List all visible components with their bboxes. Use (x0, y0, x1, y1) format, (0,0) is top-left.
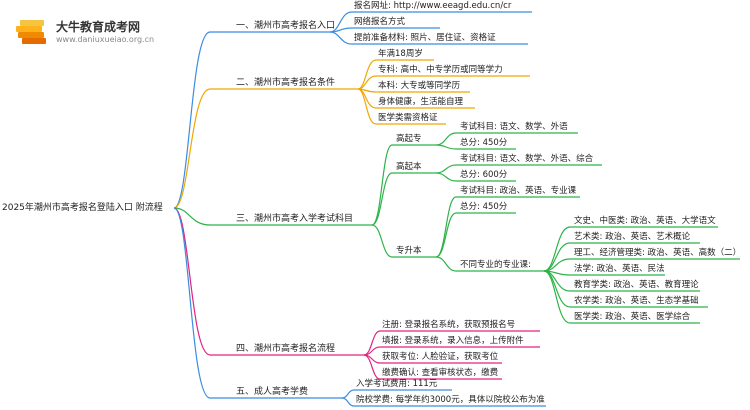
branch-1-item: 提前准备材料: 照片、居住证、资格证 (354, 33, 496, 43)
branch-4-item: 填报: 登录系统，录入信息，上传附件 (382, 336, 524, 346)
branch-2-title: 二、潮州市高考报名条件 (236, 78, 336, 88)
branch-2-item: 身体健康，生活能自理 (378, 97, 464, 107)
branch-1-title: 一、潮州市高考报名入口 (236, 21, 336, 31)
site-logo[interactable]: 大牛教育成考网 www.daniuxueiao.org.cn (12, 16, 202, 50)
group-item: 考试科目: 语文、数学、外语、综合 (460, 154, 594, 164)
branch-4-item: 获取考位: 人脸验证，获取考位 (382, 352, 499, 362)
branch-2-item: 专科: 高中、中专学历或同等学力 (378, 65, 503, 75)
branch-3-title: 三、潮州市高考入学考试科目 (236, 214, 354, 224)
major-item: 教育学类: 政治、英语、教育理论 (574, 280, 699, 290)
branch-2-item: 年满18周岁 (378, 49, 423, 59)
group-gaoqiben: 高起本 (396, 162, 422, 172)
branch-4-item: 缴费确认: 查看审核状态，缴费 (382, 368, 499, 378)
major-subjects-label: 不同专业的专业课: (460, 260, 531, 270)
group-zhuanshengben: 专升本 (396, 246, 422, 256)
major-item: 医学类: 政治、英语、医学综合 (574, 312, 691, 322)
group-item: 总分: 450分 (460, 138, 508, 148)
branch-4-title: 四、潮州市高考报名流程 (236, 344, 336, 354)
branch-1-item: 网络报名方式 (354, 17, 406, 27)
logo-title: 大牛教育成考网 (56, 20, 141, 34)
root-topic: 2025年潮州市高考报名登陆入口 附流程 (2, 203, 163, 213)
major-item: 农学类: 政治、英语、生态学基础 (574, 296, 699, 306)
branch-2-item: 本科: 大专或等同学历 (378, 81, 461, 91)
major-item: 文史、中医类: 政治、英语、大学语文 (574, 216, 716, 226)
logo-url: www.daniuxueiao.org.cn (56, 35, 155, 44)
branch-5-item: 院校学费: 每学年约3000元，具体以院校公布为准 (356, 395, 545, 405)
branch-2-item: 医学类需资格证 (378, 113, 438, 123)
branch-4-item: 注册: 登录报名系统，获取预报名号 (382, 320, 516, 330)
group-gaoqizhuan: 高起专 (396, 134, 422, 144)
group-item: 考试科目: 语文、数学、外语 (460, 122, 568, 132)
branch-5-item: 入学考试费用: 111元 (356, 379, 438, 389)
book-stack-icon (16, 20, 46, 44)
major-item: 理工、经济管理类: 政治、英语、高数（二） (574, 248, 742, 258)
group-item: 总分: 600分 (460, 170, 508, 180)
branch-1-item: 报名网址: http://www.eeagd.edu.cn/cr (354, 1, 512, 11)
branch-5-title: 五、成人高考学费 (236, 387, 309, 397)
group-item: 总分: 450分 (460, 202, 508, 212)
group-item: 考试科目: 政治、英语、专业课 (460, 186, 577, 196)
major-item: 艺术类: 政治、英语、艺术概论 (574, 232, 691, 242)
major-item: 法学: 政治、英语、民法 (574, 264, 665, 274)
